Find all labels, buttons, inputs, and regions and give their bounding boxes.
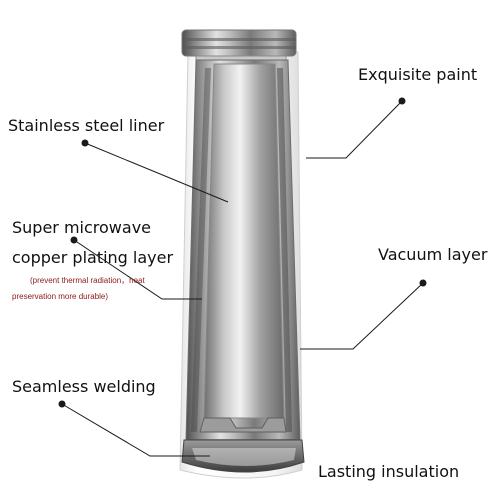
leader-dot-copper-plating [70,236,78,244]
leader-exquisite-paint [306,100,403,159]
leader-dot-exquisite-paint [398,97,406,105]
leader-stainless-liner [84,142,229,203]
leader-copper-plating [73,239,202,300]
label-vacuum-layer: Vacuum layer [378,245,488,264]
label-copper-line1: Super microwave [12,218,152,237]
label-seamless-welding: Seamless welding [12,377,156,396]
label-exquisite-paint: Exquisite paint [358,65,478,84]
inner-liner [203,63,285,419]
vacuum-gap [277,68,292,432]
note-copper-line1: (prevent thermal radiation，heat [30,276,145,285]
bottle-neck [181,29,297,57]
label-stainless-liner: Stainless steel liner [8,116,165,135]
leader-dot-seamless-welding [58,400,66,408]
welded-seam [199,417,287,433]
leader-dot-stainless-liner [81,139,89,147]
leader-seamless-welding [61,403,210,457]
label-copper-line2: copper plating layer [12,248,174,267]
leader-dot-vacuum-layer [419,279,427,287]
label-lasting-insulation: Lasting insulation [318,462,460,481]
leader-vacuum-layer [300,282,424,350]
note-copper-line2: preservation more durable) [12,292,109,301]
